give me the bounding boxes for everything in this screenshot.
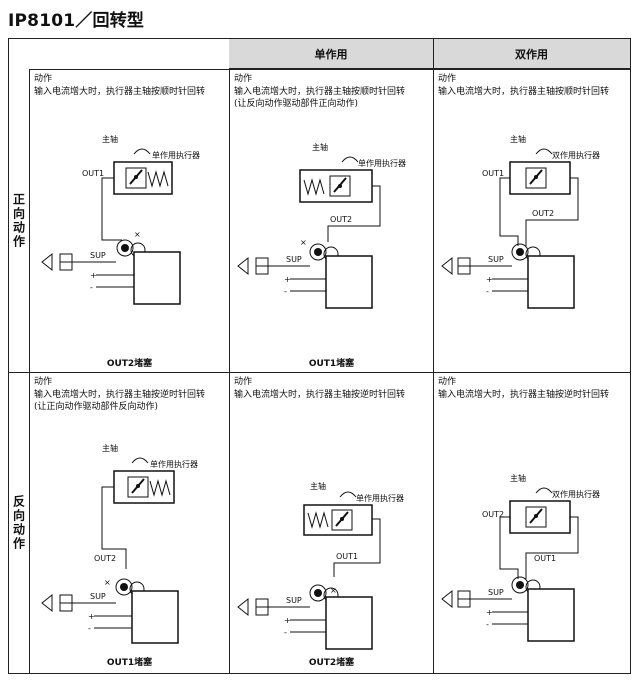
positioner-diagram: 主轴 双作用执行器 OUT2 OUT1 SUP + - xyxy=(441,473,600,642)
actuator-label: 双作用执行器 xyxy=(552,150,600,160)
svg-text:-: - xyxy=(284,628,287,637)
actuator-label: 双作用执行器 xyxy=(552,489,600,499)
out-port-label: OUT2 xyxy=(330,215,352,224)
row-label-forward: 正向动作 xyxy=(11,192,26,249)
blocked-port-caption: OUT2堵塞 xyxy=(308,658,355,668)
sup-label: SUP xyxy=(90,251,106,260)
svg-text:-: - xyxy=(284,287,287,296)
blocked-mark: × xyxy=(300,238,307,247)
positioner-diagram: 主轴 单作用执行器 OUT1 × SUP + - xyxy=(237,481,404,650)
positioner-diagram: 主轴 双作用执行器 OUT1 OUT2 SUP + - xyxy=(441,134,600,309)
blocked-mark: × xyxy=(134,230,141,239)
sup-label: SUP xyxy=(286,596,302,605)
sup-label: SUP xyxy=(488,255,504,264)
svg-text:-: - xyxy=(486,620,489,629)
out-port-b-label: OUT2 xyxy=(532,209,554,218)
svg-text:+: + xyxy=(284,275,291,284)
svg-text:+: + xyxy=(486,608,493,617)
blocked-port-caption: OUT1堵塞 xyxy=(308,359,355,369)
main-shaft-label: 主轴 xyxy=(510,473,526,483)
svg-text:+: + xyxy=(486,275,493,284)
svg-text:+: + xyxy=(90,271,97,280)
sup-label: SUP xyxy=(286,255,302,264)
out-port-a-label: OUT2 xyxy=(482,510,504,519)
cell-forward-double: 动作 输入电流增大时，执行器主轴按顺时针回转 主轴 双作用执行器 OUT1 OU… xyxy=(434,70,630,372)
header-single-acting: 单作用 xyxy=(229,39,433,69)
sup-label: SUP xyxy=(90,592,106,601)
cell-forward-single-out2: 动作 输入电流增大时，执行器主轴按顺时针回转 主轴 单作用执行器 OUT1 × … xyxy=(30,70,229,372)
actuator-label: 单作用执行器 xyxy=(152,150,200,160)
out-port-b-label: OUT1 xyxy=(534,554,556,563)
main-shaft-label: 主轴 xyxy=(310,481,326,491)
operation-table: 单作用 双作用 正向动作 反向动作 动作 输入电流增大时，执行器主轴按顺时针回转… xyxy=(8,38,631,674)
main-shaft-label: 主轴 xyxy=(510,134,526,144)
svg-text:+: + xyxy=(88,612,95,621)
cell-reverse-double: 动作 输入电流增大时，执行器主轴按逆时针回转 主轴 双作用执行器 OUT2 OU… xyxy=(434,373,630,673)
page-title: IP8101／回转型 xyxy=(8,11,145,31)
positioner-diagram: 主轴 单作用执行器 OUT1 × SUP + - xyxy=(41,134,200,305)
action-text: 动作 输入电流增大时，执行器主轴按逆时针回转 xyxy=(234,377,406,400)
cell-reverse-single-out2: 动作 输入电流增大时，执行器主轴按逆时针回转 主轴 单作用执行器 OUT1 × … xyxy=(230,373,433,673)
action-text: 动作 输入电流增大时，执行器主轴按逆时针回转 xyxy=(438,377,610,400)
positioner-diagram: 主轴 单作用执行器 OUT2 × SUP + - xyxy=(41,443,198,644)
main-shaft-label: 主轴 xyxy=(102,134,118,144)
actuator-label: 单作用执行器 xyxy=(356,493,404,503)
blocked-mark: × xyxy=(104,578,111,587)
action-text: 动作 输入电流增大时，执行器主轴按顺时针回转 xyxy=(34,74,206,97)
sup-label: SUP xyxy=(488,588,504,597)
main-shaft-label: 主轴 xyxy=(102,443,118,453)
out-port-a-label: OUT1 xyxy=(482,169,504,178)
cell-forward-single-out1: 动作 输入电流增大时，执行器主轴按顺时针回转 (让反向动作驱动部件正向动作) 主… xyxy=(230,70,433,372)
out-port-label: OUT1 xyxy=(82,169,104,178)
main-shaft-label: 主轴 xyxy=(312,142,328,152)
svg-text:-: - xyxy=(90,283,93,292)
action-text: 动作 输入电流增大时，执行器主轴按顺时针回转 (让反向动作驱动部件正向动作) xyxy=(234,74,406,109)
actuator-label: 单作用执行器 xyxy=(358,158,406,168)
svg-text:-: - xyxy=(486,287,489,296)
out-port-label: OUT2 xyxy=(94,554,116,563)
row-label-reverse: 反向动作 xyxy=(11,494,26,551)
blocked-mark: × xyxy=(330,586,337,595)
out-port-label: OUT1 xyxy=(336,552,358,561)
action-text: 动作 输入电流增大时，执行器主轴按顺时针回转 xyxy=(438,74,610,97)
actuator-label: 单作用执行器 xyxy=(150,459,198,469)
action-text: 动作 输入电流增大时，执行器主轴按逆时针回转 (让正向动作驱动部件反向动作) xyxy=(34,377,206,412)
header-double-acting: 双作用 xyxy=(433,39,630,69)
svg-text:-: - xyxy=(88,624,91,633)
positioner-diagram: 主轴 单作用执行器 OUT2 × SUP + - xyxy=(237,142,406,309)
cell-reverse-single-out1: 动作 输入电流增大时，执行器主轴按逆时针回转 (让正向动作驱动部件反向动作) 主… xyxy=(30,373,229,673)
svg-text:+: + xyxy=(284,616,291,625)
blocked-port-caption: OUT1堵塞 xyxy=(106,658,153,668)
blocked-port-caption: OUT2堵塞 xyxy=(106,359,153,369)
